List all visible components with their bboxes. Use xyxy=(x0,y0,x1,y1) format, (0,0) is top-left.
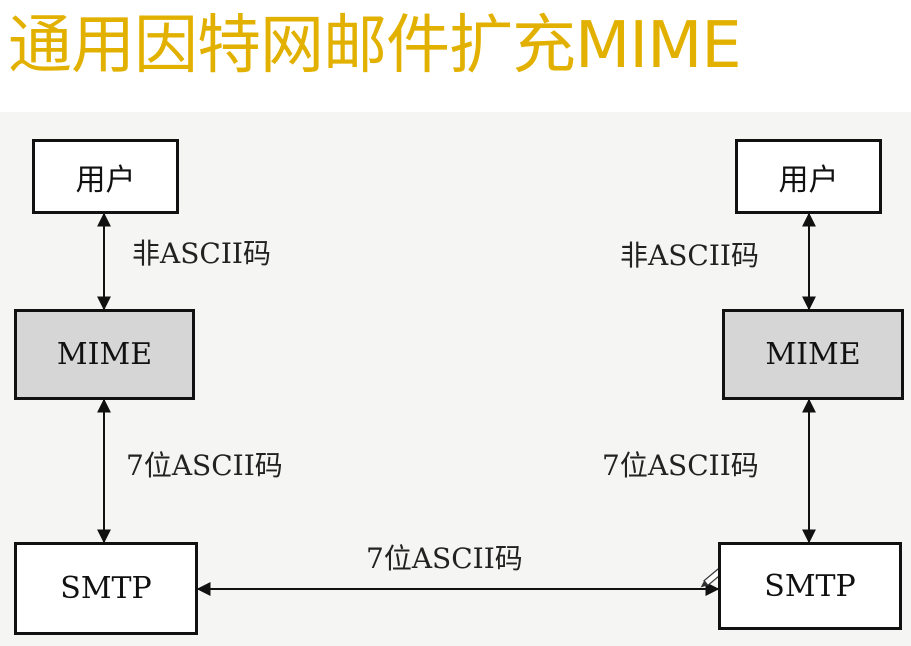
right-user-mime-label: 非ASCII码 xyxy=(620,239,759,272)
right-user-box: 用户 xyxy=(735,139,882,214)
left-mime-smtp-label: 7位ASCII码 xyxy=(126,449,283,482)
left-smtp-box: SMTP xyxy=(14,542,198,635)
left-user-mime-label: 非ASCII码 xyxy=(132,237,271,270)
left-mime-box: MIME xyxy=(14,309,195,400)
left-user-box: 用户 xyxy=(32,139,179,214)
page-title: 通用因特网邮件扩充MIME xyxy=(8,9,742,83)
right-mime-smtp-label: 7位ASCII码 xyxy=(602,449,759,482)
right-mime-box: MIME xyxy=(722,309,904,400)
smtp-link-label: 7位ASCII码 xyxy=(366,542,523,575)
right-smtp-box: SMTP xyxy=(718,542,902,630)
